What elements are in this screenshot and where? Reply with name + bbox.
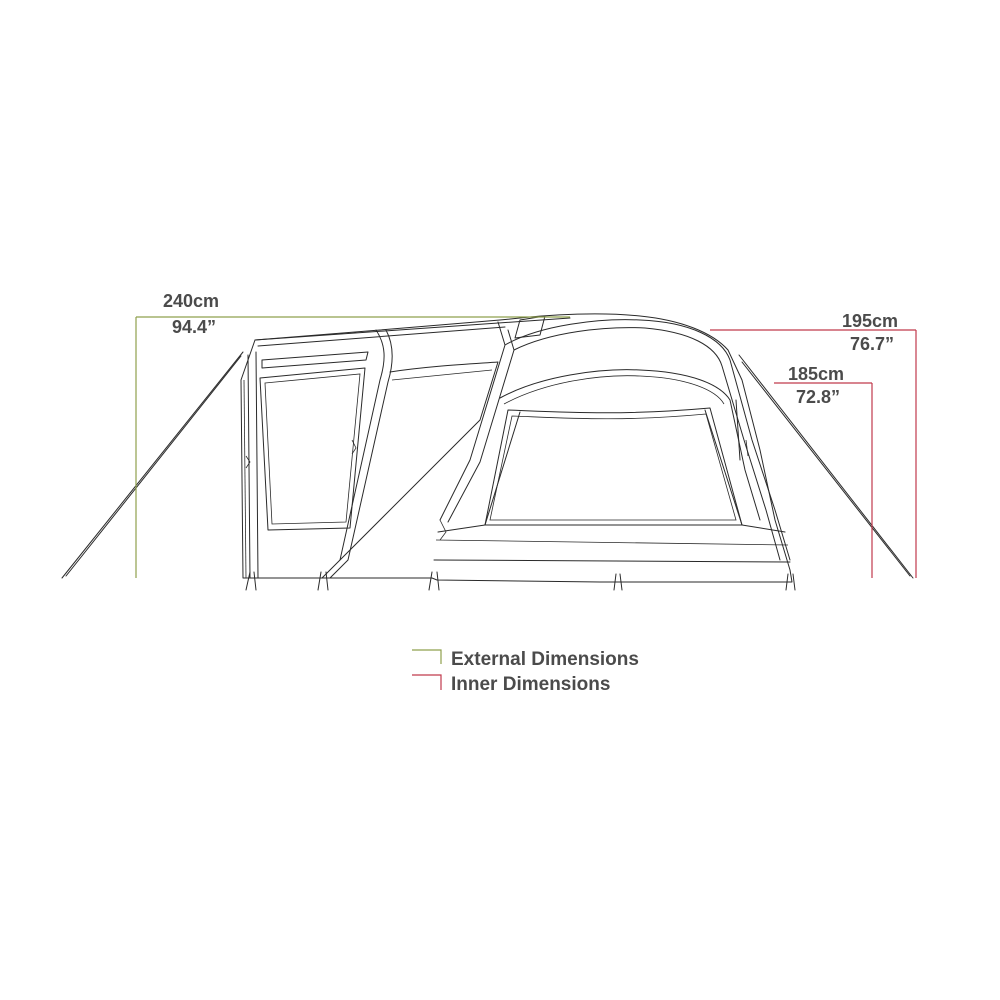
- legend: External Dimensions Inner Dimensions: [412, 649, 639, 695]
- inner-side-cm-label: 185cm: [788, 364, 844, 384]
- tent-illustration: [61, 313, 914, 591]
- stake: [428, 571, 440, 591]
- legend-inner: Inner Dimensions: [412, 674, 610, 695]
- stake: [613, 573, 623, 591]
- legend-inner-label: Inner Dimensions: [451, 674, 610, 695]
- external-dimension-bracket: [135, 316, 570, 578]
- side-window: [259, 367, 366, 531]
- front-door-mesh: [484, 407, 743, 526]
- left-guy-line: [61, 351, 244, 579]
- inner-side-in-label: 72.8”: [796, 387, 840, 407]
- stake: [785, 573, 796, 591]
- inner-peak-cm-label: 195cm: [842, 311, 898, 331]
- inner-peak-dimension-bracket: [710, 329, 917, 578]
- tent-body-outline: [240, 313, 793, 583]
- legend-external: External Dimensions: [412, 649, 639, 670]
- legend-external-label: External Dimensions: [451, 649, 639, 670]
- stake: [317, 571, 329, 591]
- inner-side-dimension-bracket: [774, 382, 873, 578]
- right-guy-line: [738, 354, 914, 579]
- stake: [245, 571, 257, 591]
- external-height-cm-label: 240cm: [163, 291, 219, 311]
- inner-peak-in-label: 76.7”: [850, 334, 894, 354]
- external-height-in-label: 94.4”: [172, 317, 216, 337]
